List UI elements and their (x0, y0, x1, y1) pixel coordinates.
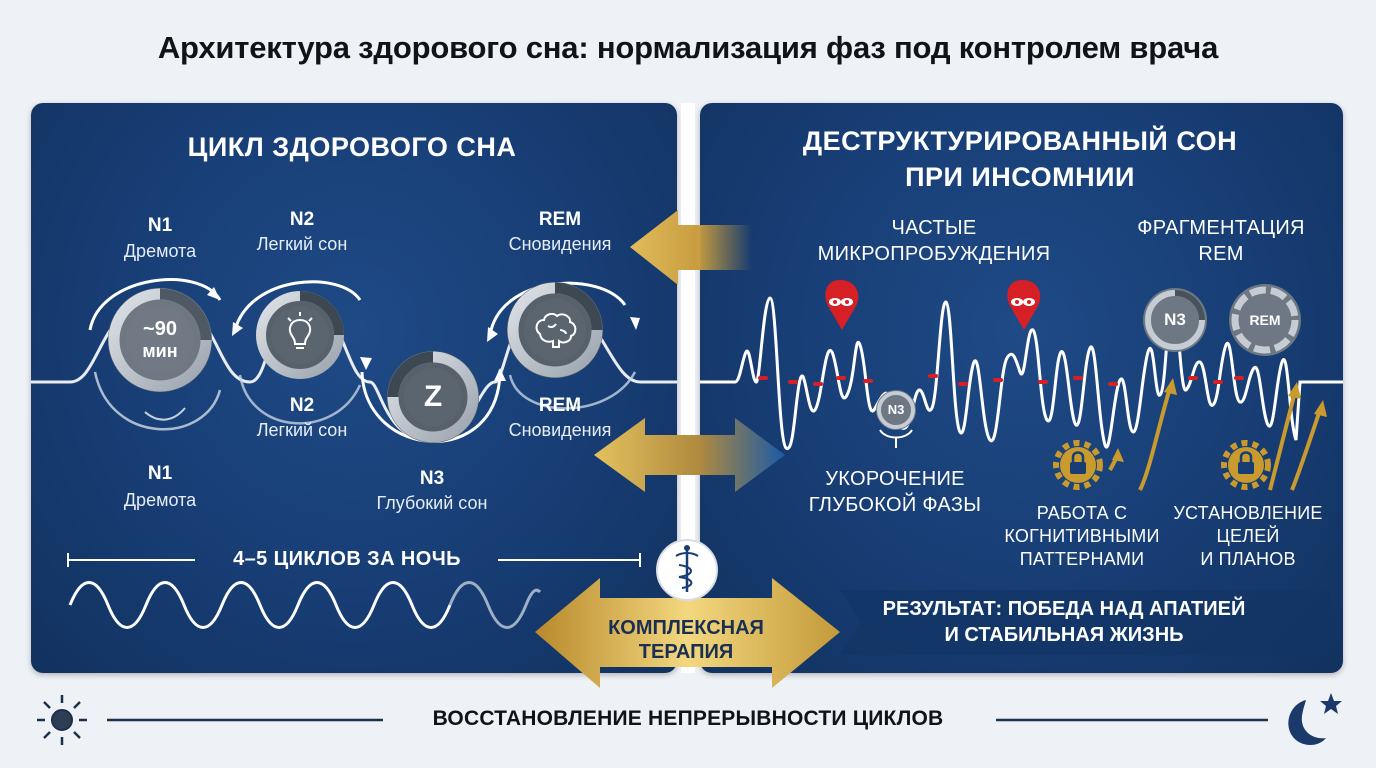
fragmented-sleep-wave (700, 296, 1343, 450)
footer-label: ВОССТАНОВЛЕНИЕ НЕПРЕРЫВНОСТИ ЦИКЛОВ (432, 707, 944, 730)
stage-n2-mid-name: Легкий сон (256, 420, 348, 440)
micro-awakenings-line1: ЧАСТЫЕ (891, 217, 977, 239)
stage-rem-mid-code: REM (538, 395, 582, 416)
cycle-duration-value: ~90 (143, 318, 177, 340)
arrow-head (360, 357, 372, 370)
goals-line3: И ПЛАНОВ (1200, 549, 1296, 569)
stage-n3-name: Глубокий сон (376, 493, 488, 513)
stage-n2-top-code: N2 (289, 209, 315, 230)
short-n3-badge-label: N3 (887, 402, 905, 417)
cognitive-line3: ПАТТЕРНАМИ (1019, 549, 1145, 569)
stage-n1-top-name: Дремота (123, 241, 197, 261)
stage-n1-bottom-name: Дремота (123, 490, 197, 510)
cycle-duration-ring (108, 288, 212, 392)
cycle-duration-unit: мин (142, 341, 178, 361)
goals-line1: УСТАНОВЛЕНИЕ (1173, 503, 1323, 523)
therapy-arrow (535, 578, 840, 688)
arrow-up-icon (1108, 387, 1322, 491)
deep-sleep-z-icon: Z (423, 380, 443, 413)
short-n3-badge (876, 390, 916, 448)
stage-rem-top-name: Сновидения (508, 234, 612, 254)
cognitive-line1: РАБОТА С (1036, 503, 1128, 523)
night-cycles-wave-fade (448, 581, 542, 629)
deep-shortening-line2: ГЛУБОКОЙ ФАЗЫ (808, 494, 982, 516)
arrow-head (487, 327, 498, 342)
night-cycles-wave (68, 581, 452, 629)
complex-therapy-label: КОМПЛЕКСНАЯ ТЕРАПИЯ (608, 616, 764, 664)
stage-n1-top-code: N1 (147, 215, 173, 236)
n3-fragment-badge (1143, 288, 1207, 352)
deep-shortening-line1: УКОРОЧЕНИЕ (825, 468, 965, 490)
rem-fragment-badge (1229, 284, 1301, 356)
alert-eye-icon (1007, 280, 1041, 330)
therapy-line1: КОМПЛЕКСНАЯ (608, 617, 764, 639)
goals-line2: ЦЕЛЕЙ (1216, 526, 1280, 546)
page-title: Архитектура здорового сна: нормализация … (157, 30, 1219, 65)
healthy-cycle-panel (31, 103, 677, 673)
two-way-arrow (594, 418, 785, 492)
arrow-head (630, 317, 640, 330)
lock-gear-icon (1221, 440, 1271, 490)
result-banner (840, 590, 1330, 655)
arrow-head (207, 287, 220, 300)
lightbulb-icon (287, 312, 313, 349)
sun-icon (37, 695, 87, 745)
brain-icon (535, 312, 577, 348)
deep-sleep-ring (387, 351, 479, 443)
light-sleep-ring (256, 291, 344, 379)
cycle-arc-n2-lower (238, 374, 362, 425)
alert-eye-icon (825, 280, 859, 330)
stage-rem-mid-name: Сновидения (508, 420, 612, 440)
cycle-arc-inner (144, 407, 186, 421)
therapy-line2: ТЕРАПИЯ (638, 641, 734, 663)
insomnia-heading-line2: ПРИ ИНСОМНИИ (905, 162, 1135, 192)
restore-arrow-left (630, 210, 752, 285)
rem-fragmentation-line1: ФРАГМЕНТАЦИЯ (1137, 217, 1305, 239)
cycles-per-night-label: 4–5 ЦИКЛОВ ЗА НОЧЬ (233, 548, 461, 570)
result-line1: РЕЗУЛЬТАТ: ПОБЕДА НАД АПАТИЕЙ (882, 598, 1246, 620)
rem-fragment-badge-label: REM (1249, 312, 1281, 328)
cognitive-line2: КОГНИТИВНЫМИ (1004, 526, 1160, 546)
arrow-up-icon (1112, 378, 1327, 462)
micro-awakenings-line2: МИКРОПРОБУЖДЕНИЯ (817, 243, 1051, 265)
stage-n1-bottom-code: N1 (147, 463, 173, 484)
stage-n3-code: N3 (419, 468, 445, 489)
cycle-arc-rem-lower (508, 371, 637, 410)
moon-star-icon (1288, 693, 1342, 746)
cycles-timeline (67, 553, 641, 567)
rem-sleep-ring (507, 282, 603, 378)
lock-gear-icon (1053, 440, 1103, 490)
stage-n2-mid-code: N2 (289, 395, 315, 416)
awakening-marks (758, 374, 1244, 386)
caduceus-icon (656, 539, 718, 601)
stage-rem-top-code: REM (538, 209, 582, 230)
arrow-head (232, 322, 243, 336)
rem-fragmentation-line2: REM (1198, 243, 1244, 265)
n3-fragment-badge-label: N3 (1164, 310, 1186, 329)
insomnia-heading-line1: ДЕСТРУКТУРИРОВАННЫЙ СОН (802, 126, 1238, 156)
stage-n2-top-name: Легкий сон (256, 234, 348, 254)
cycle-arc-n2 (233, 280, 362, 331)
result-line2: И СТАБИЛЬНАЯ ЖИЗНЬ (944, 624, 1184, 646)
healthy-cycle-heading: ЦИКЛ ЗДОРОВОГО СНА (187, 132, 517, 162)
arrow-head (494, 368, 506, 381)
cycle-arc-n1 (88, 278, 222, 331)
cycle-arc-n1-lower (93, 371, 222, 431)
